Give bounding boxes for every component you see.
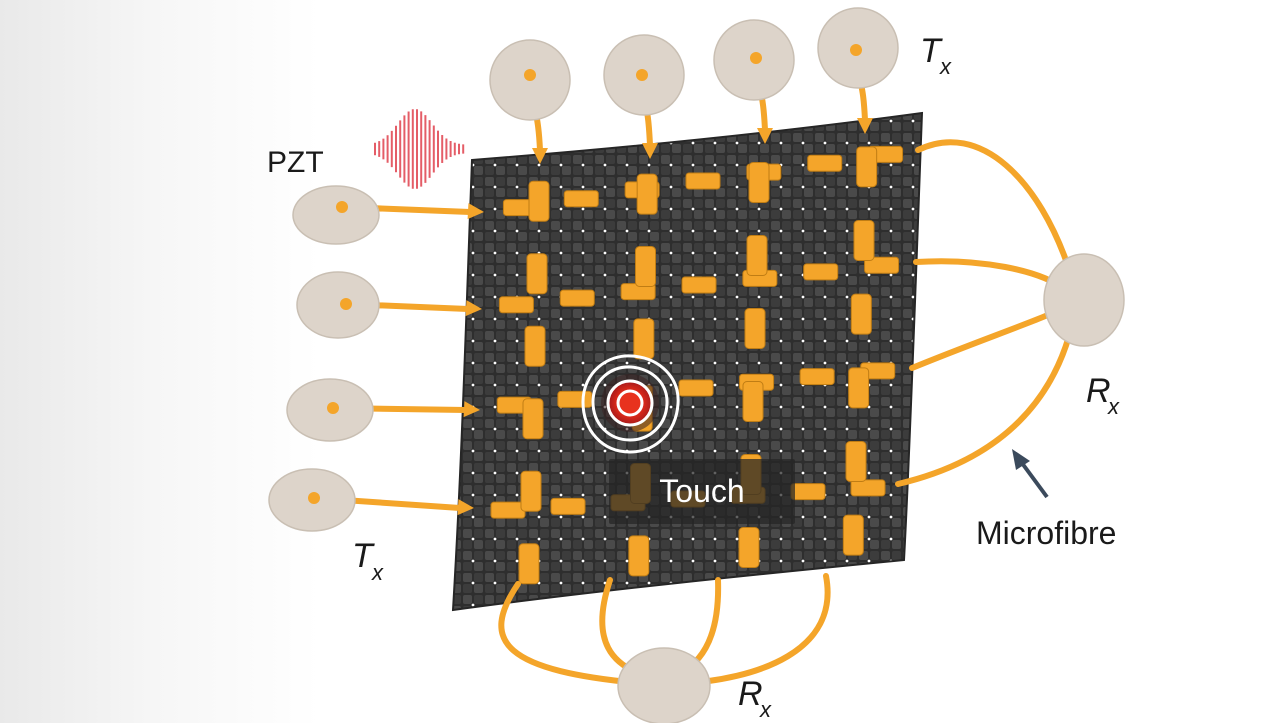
tx-disc-left-3-contact [327, 402, 339, 414]
fibre-segment-col-4 [850, 293, 872, 335]
fibre-segment-row-3 [799, 368, 835, 386]
fibre-segment-col-2 [635, 246, 656, 287]
rx-right-label: R x [1086, 372, 1120, 419]
right-rx-wire-2 [913, 258, 1069, 293]
left-tx-arrow-2 [465, 300, 482, 317]
svg-text:R: R [738, 675, 763, 713]
fibre-segment-row-4 [850, 479, 886, 497]
rx-bottom-label: R x [738, 675, 772, 722]
fibre-segment-col-1 [524, 325, 546, 367]
tx-disc-left-4-contact [308, 492, 320, 504]
fibre-segment-col-2 [636, 173, 658, 215]
fibre-segment-col-3 [748, 162, 770, 203]
fibre-segment-row-4 [490, 501, 526, 519]
right-rx-wire-1 [915, 139, 1073, 275]
fibre-segment-col-4 [853, 220, 875, 261]
pzt-label: PZT [267, 146, 324, 179]
fibre-segment-row-1 [563, 190, 599, 208]
pzt-signal-waveform [374, 109, 465, 189]
tx-left-label: T x [352, 537, 384, 585]
transducer-discs [268, 7, 1125, 723]
fibre-segment-col-4 [845, 441, 867, 482]
fibre-segment-row-4 [790, 483, 826, 501]
svg-text:T: T [352, 537, 375, 575]
fibre-segment-col-1 [526, 253, 548, 295]
fibre-segment-col-2 [628, 535, 650, 577]
fibre-segment-row-3 [557, 390, 593, 408]
top-tx-arrow-2 [642, 143, 658, 159]
tx-disc-top-2-contact [636, 69, 648, 81]
fibre-segment-col-1 [522, 398, 544, 440]
left-tx-arrow-3 [463, 401, 480, 418]
microfibre-arrow [1012, 449, 1049, 499]
fibre-segment-col-1 [528, 180, 550, 222]
left-tx-arrow-1 [467, 203, 484, 220]
left-tx-arrow-4 [457, 499, 474, 516]
fibre-segment-row-2 [803, 263, 839, 281]
svg-text:R: R [1086, 372, 1111, 410]
top-tx-arrow-3 [757, 128, 773, 144]
svg-text:T: T [920, 32, 943, 70]
tx-disc-top-4-contact [850, 44, 862, 56]
tx-disc-left-2-contact [340, 298, 352, 310]
fibre-segment-col-3 [746, 235, 768, 276]
touch-point [581, 354, 680, 454]
microfibre-label: Microfibre [976, 515, 1116, 551]
fibre-segment-col-3 [742, 381, 764, 422]
tx-disc-top-3-contact [750, 52, 762, 64]
fibre-segment-row-1 [807, 154, 843, 172]
right-rx-wire-3 [909, 303, 1071, 371]
fibre-segment-col-2 [633, 318, 655, 360]
fibre-segment-col-4 [842, 514, 864, 556]
fibre-grid [490, 145, 904, 585]
bottom-rx-wire-1 [498, 581, 653, 687]
svg-text:x: x [939, 54, 952, 79]
fibre-segment-col-4 [856, 146, 878, 188]
fibre-segment-row-3 [678, 379, 714, 397]
fibre-segment-col-1 [518, 543, 540, 585]
svg-text:x: x [1107, 394, 1120, 419]
fibre-segment-col-3 [744, 308, 766, 349]
svg-text:x: x [371, 560, 384, 585]
touch-label: Touch [659, 473, 744, 509]
svg-text:x: x [759, 697, 772, 722]
tx-top-label: T x [920, 32, 952, 79]
tx-disc-left-1-contact [336, 201, 348, 213]
fibre-segment-col-4 [848, 367, 870, 409]
top-tx-arrow-1 [532, 148, 548, 164]
rx-disc-bottom [617, 647, 711, 723]
fibre-segment-row-2 [498, 296, 534, 314]
tx-disc-top-1-contact [524, 69, 536, 81]
fibre-segment-col-3 [738, 527, 760, 568]
fibre-segment-col-1 [520, 470, 542, 512]
fibre-segment-row-2 [681, 276, 717, 294]
right-rx-wire-4 [895, 303, 1079, 487]
tx-disc-left-2 [296, 271, 380, 339]
top-tx-arrow-4 [857, 118, 873, 134]
fibre-segment-row-4 [550, 497, 586, 515]
fibre-segment-row-1 [685, 172, 721, 190]
tx-disc-left-1 [292, 185, 380, 245]
touch-label-box [609, 459, 795, 524]
fibre-segment-row-2 [864, 256, 900, 274]
fibre-segment-row-2 [559, 289, 595, 307]
rx-disc-right [1043, 253, 1125, 347]
